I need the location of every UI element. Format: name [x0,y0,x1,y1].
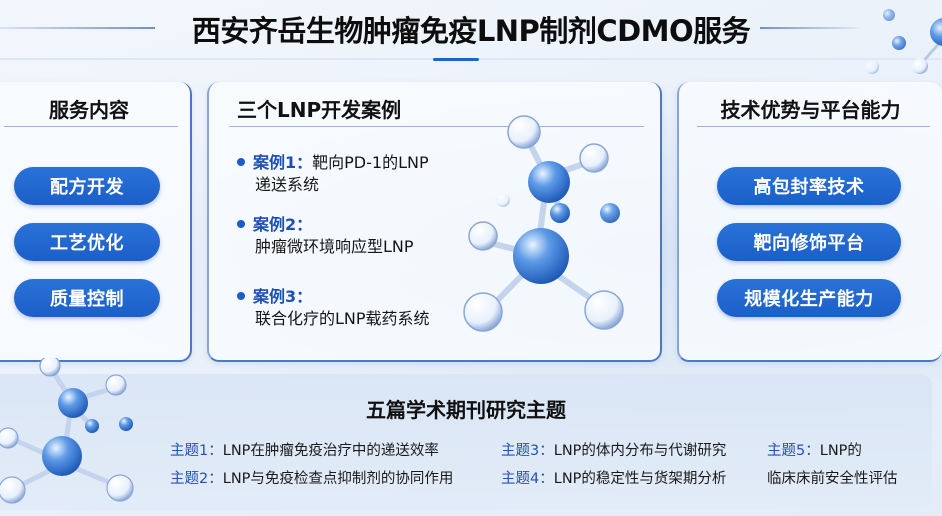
advantages-title: 技术优势与平台能力 [720,98,901,122]
topic-text: LNP的 [819,443,862,459]
divider [697,126,930,127]
topic-label: 主题4： [501,471,554,487]
services-title: 服务内容 [49,98,129,122]
service-button-process[interactable]: 工艺优化 [14,223,160,261]
bullet-icon [237,292,245,300]
case-label: 案例1： [253,153,313,172]
case-label: 案例3： [253,287,313,306]
advantages-panel: 技术优势与平台能力 高包封率技术 靶向修饰平台 规模化生产能力 [677,82,942,362]
topic-text: LNP的稳定性与货架期分析 [553,471,727,487]
case-desc: 靶向PD-1的LNP [312,153,429,172]
page-title: 西安齐岳生物肿瘤免疫LNP制剂CDMO服务 [191,14,751,48]
topic-label: 主题1： [170,443,223,459]
topic-item: 主题1：LNP在肿瘤免疫治疗中的递送效率 [170,439,439,460]
case-label: 案例2： [253,215,313,234]
advantage-button-scale[interactable]: 规模化生产能力 [717,279,901,317]
case-item: 案例1：靶向PD-1的LNP 递送系统 [237,152,429,196]
title-divider-left [0,27,155,29]
topic-text: LNP的体内分布与代谢研究 [553,443,727,459]
case-item: 案例2： 肿瘤微环境响应型LNP [237,214,414,258]
service-button-quality[interactable]: 质量控制 [14,279,160,317]
cases-title: 三个LNP开发案例 [237,98,402,122]
advantage-button-encapsulation[interactable]: 高包封率技术 [717,167,901,205]
topic-label: 主题5： [767,443,820,459]
cases-panel: 三个LNP开发案例 案例1：靶向PD-1的LNP 递送系统 案例2： 肿瘤微环境… [207,82,662,362]
divider [229,126,644,127]
topic-label: 主题3： [501,443,554,459]
services-panel: 服务内容 配方开发 工艺优化 质量控制 [0,82,192,362]
service-button-formulation[interactable]: 配方开发 [14,167,160,205]
topic-text: LNP与免疫检查点抑制剂的协同作用 [222,471,454,487]
decorative-molecule-icon [865,9,942,74]
topics-section: 五篇学术期刊研究主题 主题1：LNP在肿瘤免疫治疗中的递送效率 主题2：LNP与… [0,374,932,510]
topic-item: 主题2：LNP与免疫检查点抑制剂的协同作用 [170,467,453,488]
title-divider-right [760,27,860,29]
case-desc-line2: 递送系统 [255,175,320,194]
molecule-icon [463,115,624,332]
case-desc-line2: 肿瘤微环境响应型LNP [255,237,414,256]
case-desc-line2: 联合化疗的LNP载药系统 [255,309,430,328]
bullet-icon [237,158,245,166]
advantage-button-targeting[interactable]: 靶向修饰平台 [717,223,901,261]
case-item: 案例3： 联合化疗的LNP载药系统 [237,286,430,330]
topic-label: 主题2： [170,471,223,487]
topic-text-line2: 临床床前安全性评估 [767,471,898,487]
topic-item: 主题5：LNP的 [767,439,862,460]
topic-text: LNP在肿瘤免疫治疗中的递送效率 [222,443,439,459]
topic-item: 主题4：LNP的稳定性与货架期分析 [501,467,726,488]
title-accent-bar [433,58,479,61]
topic-item: 主题3：LNP的体内分布与代谢研究 [501,439,726,460]
molecule-icon [0,358,134,504]
topics-title: 五篇学术期刊研究主题 [366,398,566,422]
bullet-icon [237,220,245,228]
divider [4,126,178,127]
page-header: 西安齐岳生物肿瘤免疫LNP制剂CDMO服务 [0,0,942,62]
